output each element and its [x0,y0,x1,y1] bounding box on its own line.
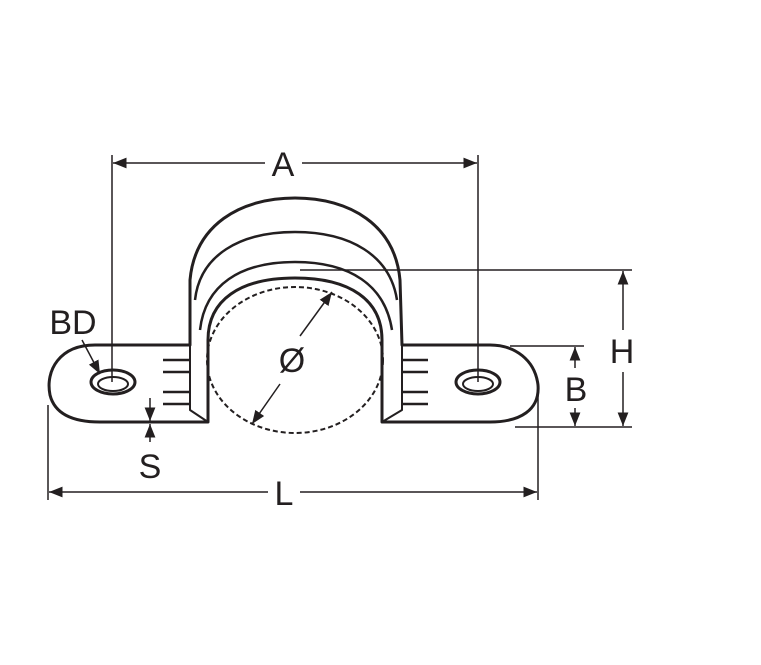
clamp-body [47,196,540,424]
label-diameter: Ø [279,342,305,380]
label-h: H [610,333,635,371]
label-b: B [565,371,588,409]
label-a: A [272,146,295,184]
dimension-lines [47,155,632,500]
label-s: S [139,448,162,486]
pipe-diameter-circle [206,286,384,434]
label-bd: BD [49,304,96,342]
label-l: L [275,475,294,513]
